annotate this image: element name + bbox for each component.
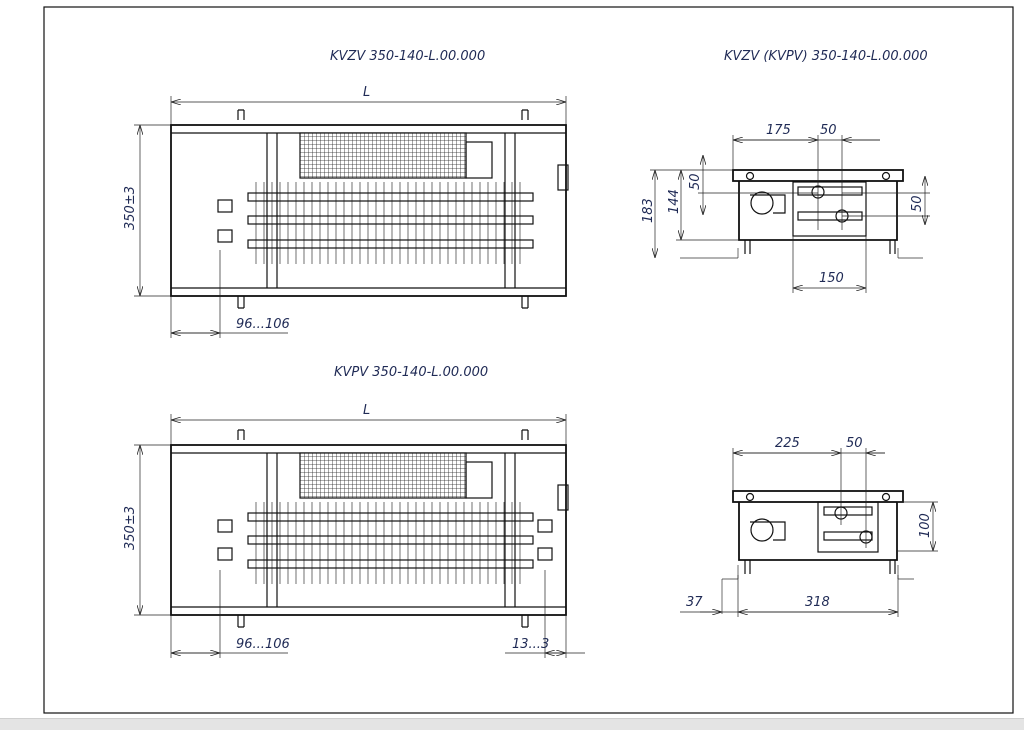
- dim-50-left: 50: [688, 173, 703, 190]
- dim-175: 175: [766, 123, 791, 138]
- heat-exchanger-fins: [255, 502, 521, 584]
- side-view-kvzv-kvpv: KVZV (KVPV) 350-140-L.00.000 175 50 183 …: [641, 49, 930, 293]
- dim-318: 318: [805, 595, 830, 610]
- dim-height: 350±3: [123, 186, 138, 230]
- dim-225: 225: [775, 436, 800, 451]
- sheet-frame: [43, 6, 1014, 714]
- fan-grille: [299, 452, 467, 499]
- dim-37: 37: [686, 595, 703, 610]
- dim-offset: 96...106: [236, 637, 290, 652]
- view-title: KVZV (KVPV) 350-140-L.00.000: [724, 49, 928, 64]
- dim-183: 183: [641, 198, 656, 223]
- dim-height: 350±3: [123, 506, 138, 550]
- dim-100: 100: [918, 513, 933, 538]
- fan-grille: [299, 132, 467, 179]
- plan-view-kvzv: KVZV 350-140-L.00.000 L 350±3 96...106: [123, 49, 569, 338]
- window-bottom-bar: [0, 718, 1024, 730]
- dim-50-top: 50: [820, 123, 837, 138]
- heat-exchanger-fins: [255, 182, 521, 264]
- dim-150: 150: [819, 271, 844, 286]
- side-view-kvpv: 225 50 100 37 318: [680, 436, 938, 617]
- dim-50-right: 50: [910, 195, 925, 212]
- view-title: KVPV 350-140-L.00.000: [334, 365, 488, 380]
- dim-50: 50: [846, 436, 863, 451]
- dim-offset: 96...106: [236, 317, 290, 332]
- view-title: KVZV 350-140-L.00.000: [330, 49, 485, 64]
- dim-144: 144: [667, 189, 682, 214]
- dim-length: L: [363, 85, 370, 100]
- plan-view-kvpv: KVPV 350-140-L.00.000 L 350±3 96...106 1…: [123, 365, 585, 658]
- dim-length: L: [363, 403, 370, 418]
- dim-offset-right: 13...3: [512, 637, 549, 652]
